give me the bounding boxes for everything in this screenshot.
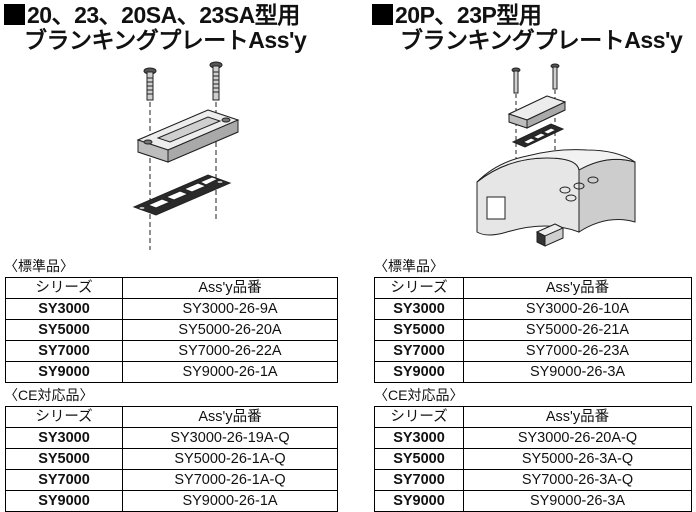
right-ce-label: 〈CE対応品〉	[374, 387, 464, 403]
part-number-cell: SY5000-26-20A	[122, 319, 338, 341]
right-standard-label: 〈標準品〉	[374, 258, 444, 274]
series-cell: SY3000	[5, 427, 123, 449]
manifold-blanking-plate-icon	[476, 63, 636, 247]
column-header-part-number: Ass'y品番	[122, 277, 338, 299]
left-ce-table: シリーズ Ass'y品番 SY3000 SY3000-26-19A-Q SY50…	[5, 406, 338, 512]
manifold-blanking-plate-illustration	[467, 62, 677, 248]
column-header-series: シリーズ	[374, 277, 464, 299]
part-number-cell: SY5000-26-1A-Q	[122, 448, 338, 470]
part-number-cell: SY9000-26-3A	[463, 490, 692, 512]
series-cell: SY7000	[374, 340, 464, 362]
table-row: SY9000 SY9000-26-1A	[5, 361, 338, 383]
part-number-cell: SY7000-26-23A	[463, 340, 692, 362]
series-cell: SY5000	[5, 448, 123, 470]
series-cell: SY9000	[374, 361, 464, 383]
table-header-row: シリーズ Ass'y品番	[374, 277, 692, 299]
series-cell: SY5000	[374, 319, 464, 341]
table-row: SY3000 SY3000-26-9A	[5, 298, 338, 320]
table-row: SY5000 SY5000-26-1A-Q	[5, 448, 338, 470]
series-cell: SY5000	[5, 319, 123, 341]
series-cell: SY9000	[5, 361, 123, 383]
part-number-cell: SY5000-26-3A-Q	[463, 448, 692, 470]
series-cell: SY3000	[374, 427, 464, 449]
table-header-row: シリーズ Ass'y品番	[374, 406, 692, 428]
left-standard-label: 〈標準品〉	[4, 258, 74, 274]
column-header-part-number: Ass'y品番	[463, 277, 692, 299]
right-title-line2: ブランキングプレートAss'y	[400, 27, 683, 53]
table-row: SY7000 SY7000-26-22A	[5, 340, 338, 362]
series-cell: SY9000	[374, 490, 464, 512]
column-header-part-number: Ass'y品番	[463, 406, 692, 428]
table-row: SY7000 SY7000-26-1A-Q	[5, 469, 338, 491]
table-row: SY7000 SY7000-26-23A	[374, 340, 692, 362]
right-title-line1: 20P、23P型用	[395, 2, 542, 28]
part-number-cell: SY3000-26-9A	[122, 298, 338, 320]
column-header-part-number: Ass'y品番	[122, 406, 338, 428]
series-cell: SY3000	[374, 298, 464, 320]
left-title-line1: 20、23、20SA、23SA型用	[27, 2, 300, 28]
left-column: 20、23、20SA、23SA型用 ブランキングプレートAss'y	[0, 0, 340, 512]
part-number-cell: SY9000-26-1A	[122, 490, 338, 512]
left-ce-label: 〈CE対応品〉	[4, 387, 94, 403]
table-row: SY5000 SY5000-26-21A	[374, 319, 692, 341]
table-header-row: シリーズ Ass'y品番	[5, 406, 338, 428]
right-standard-table: シリーズ Ass'y品番 SY3000 SY3000-26-10A SY5000…	[374, 277, 692, 383]
left-title-line2: ブランキングプレートAss'y	[24, 27, 307, 53]
right-title: 20P、23P型用 ブランキングプレートAss'y	[372, 0, 694, 53]
series-cell: SY7000	[5, 469, 123, 491]
column-header-series: シリーズ	[374, 406, 464, 428]
table-row: SY9000 SY9000-26-3A	[374, 490, 692, 512]
left-title: 20、23、20SA、23SA型用 ブランキングプレートAss'y	[0, 0, 340, 53]
table-header-row: シリーズ Ass'y品番	[5, 277, 338, 299]
part-number-cell: SY9000-26-1A	[122, 361, 338, 383]
black-square-bullet-icon	[4, 4, 25, 25]
table-row: SY9000 SY9000-26-3A	[374, 361, 692, 383]
table-row: SY9000 SY9000-26-1A	[5, 490, 338, 512]
table-row: SY3000 SY3000-26-10A	[374, 298, 692, 320]
series-cell: SY3000	[5, 298, 123, 320]
series-cell: SY5000	[374, 448, 464, 470]
black-square-bullet-icon	[372, 4, 393, 25]
table-row: SY7000 SY7000-26-3A-Q	[374, 469, 692, 491]
left-standard-table: シリーズ Ass'y品番 SY3000 SY3000-26-9A SY5000 …	[5, 277, 338, 383]
column-header-series: シリーズ	[5, 277, 123, 299]
blanking-plate-assembly-illustration	[100, 60, 270, 260]
series-cell: SY7000	[5, 340, 123, 362]
table-row: SY3000 SY3000-26-20A-Q	[374, 427, 692, 449]
part-number-cell: SY7000-26-22A	[122, 340, 338, 362]
part-number-cell: SY7000-26-3A-Q	[463, 469, 692, 491]
right-column: 20P、23P型用 ブランキングプレートAss'y	[372, 0, 694, 512]
column-header-series: シリーズ	[5, 406, 123, 428]
series-cell: SY9000	[5, 490, 123, 512]
part-number-cell: SY3000-26-19A-Q	[122, 427, 338, 449]
right-ce-table: シリーズ Ass'y品番 SY3000 SY3000-26-20A-Q SY50…	[374, 406, 692, 512]
part-number-cell: SY3000-26-10A	[463, 298, 692, 320]
table-row: SY5000 SY5000-26-20A	[5, 319, 338, 341]
blanking-plate-exploded-icon	[132, 61, 240, 250]
series-cell: SY7000	[374, 469, 464, 491]
table-row: SY5000 SY5000-26-3A-Q	[374, 448, 692, 470]
part-number-cell: SY9000-26-3A	[463, 361, 692, 383]
part-number-cell: SY3000-26-20A-Q	[463, 427, 692, 449]
part-number-cell: SY7000-26-1A-Q	[122, 469, 338, 491]
table-row: SY3000 SY3000-26-19A-Q	[5, 427, 338, 449]
part-number-cell: SY5000-26-21A	[463, 319, 692, 341]
